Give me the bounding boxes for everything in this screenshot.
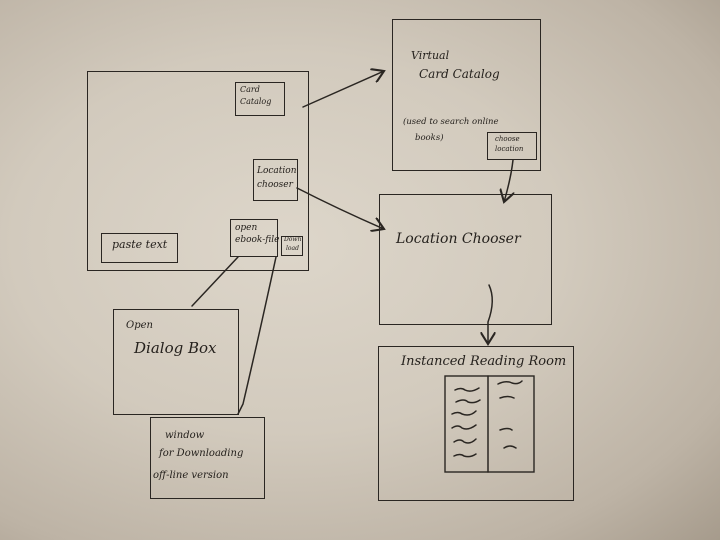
download-window-box: window for Downloading off-line version <box>150 417 265 499</box>
location-chooser-label-1: Location <box>257 166 297 176</box>
arrow-location-chooser <box>297 188 384 229</box>
open-ebook-button[interactable]: open ebook-file <box>230 219 278 257</box>
card-catalog-label-1: Card <box>240 85 260 94</box>
location-chooser-label-2: chooser <box>257 180 293 190</box>
location-chooser-title: Location Chooser <box>396 231 521 247</box>
open-dialog-box: Open Dialog Box <box>113 309 239 415</box>
arrow-card-catalog-to-virtual <box>303 71 384 107</box>
open-dialog-label-2: Dialog Box <box>134 340 216 357</box>
virtual-catalog-title-2: Card Catalog <box>419 68 500 82</box>
download-button[interactable]: Down load <box>281 236 303 256</box>
open-ebook-label-2: ebook-file <box>235 235 279 245</box>
virtual-catalog-note-2: books) <box>415 134 444 144</box>
virtual-catalog-title-1: Virtual <box>411 50 449 63</box>
download-window-label-3: off-line version <box>153 470 229 482</box>
paste-text-field[interactable]: paste text <box>101 233 178 263</box>
choose-location-label-1: choose <box>495 135 520 143</box>
location-chooser-screen-box: Location Chooser <box>379 194 552 325</box>
card-catalog-label-2: Catalog <box>240 97 271 106</box>
choose-location-button[interactable]: choose location <box>487 132 537 160</box>
download-label-1: Down <box>284 237 301 244</box>
paste-text-label: paste text <box>112 239 167 252</box>
download-window-label-2: for Downloading <box>159 448 243 460</box>
choose-location-label-2: location <box>495 145 523 153</box>
download-label-2: load <box>286 246 299 253</box>
open-ebook-label-1: open <box>235 223 257 233</box>
open-dialog-label-1: Open <box>126 320 153 332</box>
download-window-label-1: window <box>165 430 204 442</box>
virtual-catalog-note-1: (used to search online <box>403 118 499 128</box>
reading-room-title: Instanced Reading Room <box>401 355 566 370</box>
card-catalog-button[interactable]: Card Catalog <box>235 82 285 116</box>
reading-room-box: Instanced Reading Room <box>378 346 574 501</box>
location-chooser-button[interactable]: Location chooser <box>253 159 298 201</box>
line-download-to-window <box>238 257 276 414</box>
